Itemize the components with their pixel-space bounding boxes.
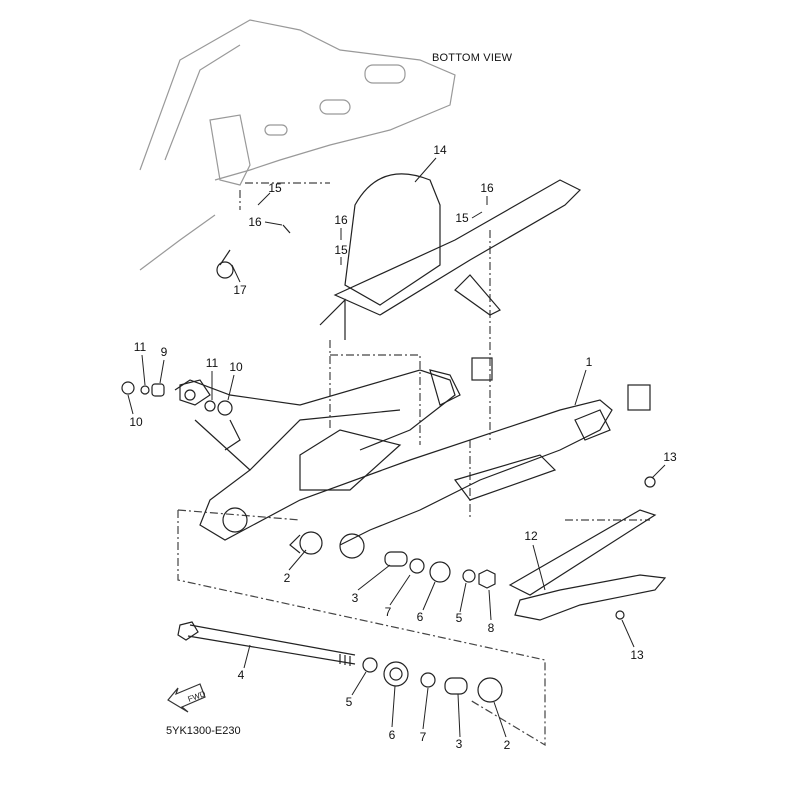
part-callout: 6: [416, 610, 424, 624]
assembly-lines: [177, 182, 650, 747]
part-callout: 12: [524, 529, 538, 543]
rear-fender-part: [319, 173, 582, 340]
part-callout: 10: [229, 360, 243, 374]
part-callout: 11: [133, 340, 147, 354]
part-callout: 3: [351, 591, 359, 605]
view-label: BOTTOM VIEW: [432, 52, 513, 64]
fwd-arrow-icon: [167, 683, 206, 713]
part-callout: 3: [455, 737, 463, 751]
part-callout: 16: [334, 213, 348, 227]
part-callout: 13: [630, 648, 644, 662]
part-callout: 5: [345, 695, 353, 709]
part-callout: 1: [585, 355, 593, 369]
frame-outline: [139, 19, 456, 271]
part-callout: 8: [487, 621, 495, 635]
part-callout: 9: [160, 345, 168, 359]
part-callout: 15: [334, 243, 348, 257]
fwd-label: FWD: [187, 689, 207, 704]
part-callout: 7: [384, 605, 392, 619]
part-callout: 15: [268, 181, 282, 195]
bushings-and-washers: [121, 224, 656, 703]
diagram-code: 5YK1300-E230: [166, 725, 241, 737]
part-callout: 14: [433, 143, 447, 157]
swingarm-part: [174, 369, 613, 546]
part-callout: 15: [455, 211, 469, 225]
part-callout: 10: [129, 415, 143, 429]
leader-lines: [127, 157, 666, 738]
part-callout: 2: [283, 571, 291, 585]
part-callout: 17: [233, 283, 247, 297]
part-callout: 5: [455, 611, 463, 625]
part-callout: 6: [388, 728, 396, 742]
part-callout: 2: [503, 738, 511, 752]
part-callout: 7: [419, 730, 427, 744]
part-callout: 16: [480, 181, 494, 195]
link-part: [508, 509, 667, 621]
pivot-shaft-part: [177, 621, 356, 666]
part-callout: 11: [205, 356, 219, 370]
part-callout: 13: [663, 450, 677, 464]
part-callout: 4: [237, 668, 245, 682]
part-callout: 16: [248, 215, 262, 229]
